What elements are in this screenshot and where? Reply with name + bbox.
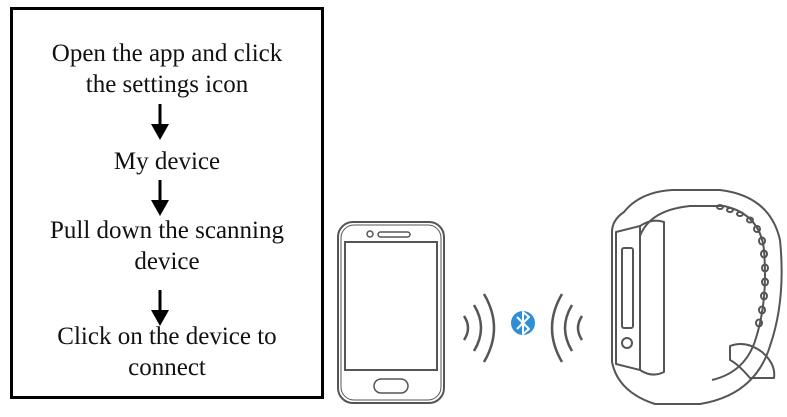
down-arrow-icon — [151, 290, 169, 326]
step-2: My device — [13, 146, 321, 177]
step-1: Open the app and click the settings icon — [13, 38, 321, 100]
step-1-line-1: Open the app and click — [51, 40, 283, 67]
bluetooth-icon — [511, 311, 535, 335]
step-3-line-1: Pull down the scanning — [49, 217, 284, 244]
fitness-band-icon — [611, 189, 783, 405]
down-arrow-icon — [151, 104, 169, 140]
step-3: Pull down the scanning device — [13, 215, 321, 277]
down-arrow-icon — [151, 180, 169, 216]
step-1-line-2: the settings icon — [85, 71, 249, 98]
smartphone-icon — [337, 221, 445, 404]
steps-box: Open the app and click the settings icon… — [10, 7, 324, 399]
signal-waves-left-icon — [462, 293, 496, 363]
step-3-line-2: device — [134, 248, 200, 275]
step-4-line-2: connect — [128, 354, 206, 381]
signal-waves-right-icon — [550, 293, 584, 363]
step-2-line-1: My device — [113, 148, 221, 175]
step-4: Click on the device to connect — [13, 321, 321, 383]
step-4-line-1: Click on the device to — [57, 323, 277, 350]
